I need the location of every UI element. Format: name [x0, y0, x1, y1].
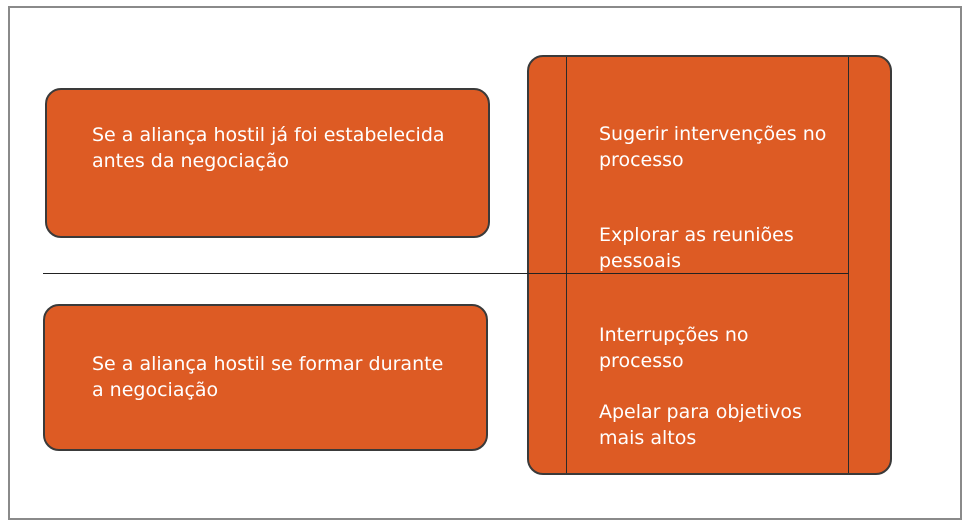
condition-label-before: Se a aliança hostil já foi estabelecida …	[92, 124, 445, 172]
panel-left-rule	[566, 57, 567, 473]
condition-box-before-negotiation: Se a aliança hostil já foi estabelecida …	[45, 88, 490, 238]
strategies-panel: Sugerir intervenções no processo Explora…	[527, 55, 892, 475]
condition-label-during: Se a aliança hostil se formar durante a …	[92, 353, 444, 401]
row-divider-line	[43, 273, 849, 274]
strategy-process-interruptions: Interrupções no processo	[599, 324, 749, 372]
strategy-explore-meetings: Explorar as reuniões pessoais	[599, 224, 794, 272]
strategy-suggest-interventions: Sugerir intervenções no processo	[599, 123, 827, 171]
strategy-higher-goals: Apelar para objetivos mais altos	[599, 401, 802, 449]
condition-box-during-negotiation: Se a aliança hostil se formar durante a …	[43, 304, 488, 451]
panel-right-rule	[848, 57, 849, 473]
